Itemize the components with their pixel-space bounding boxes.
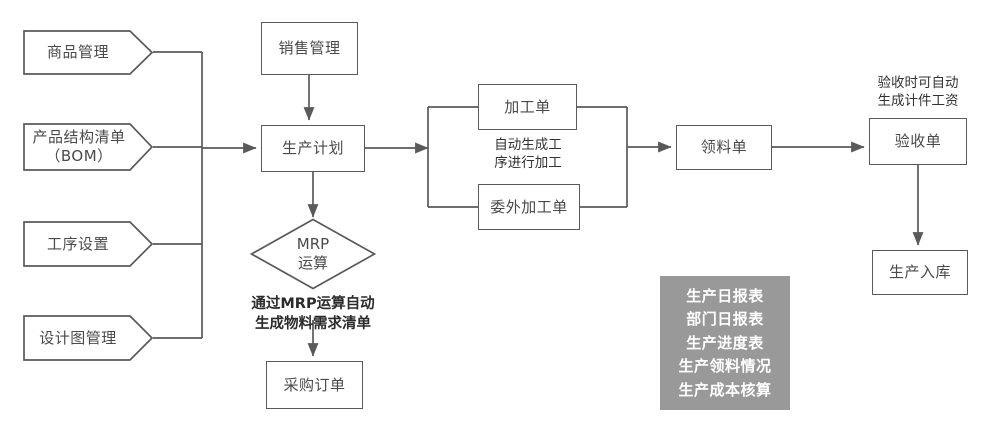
node-production-stock-in-label: 生产入库 xyxy=(888,263,951,282)
pentagon-shape xyxy=(23,30,153,75)
report-item[interactable]: 部门日报表 xyxy=(686,310,764,329)
node-mrp-calculation[interactable]: MRP 运算 xyxy=(250,218,376,290)
node-work-order-label: 加工单 xyxy=(504,97,551,116)
input-node-design-management[interactable]: 设计图管理 xyxy=(23,315,153,361)
pentagon-shape xyxy=(23,123,153,171)
node-mrp-calculation-label: MRP 运算 xyxy=(250,218,376,290)
input-node-goods[interactable]: 商品管理 xyxy=(23,30,153,75)
node-material-requisition-label: 领料单 xyxy=(700,138,748,157)
node-outsourced-work-order[interactable]: 委外加工单 xyxy=(478,184,580,230)
input-node-goods-label: 商品管理 xyxy=(46,43,109,62)
caption-process-note: 自动生成工 序进行加工 xyxy=(494,137,562,172)
node-purchase-order-label: 采购订单 xyxy=(283,375,346,394)
input-node-bom[interactable]: 产品结构清单 （BOM） xyxy=(23,123,153,171)
node-purchase-order[interactable]: 采购订单 xyxy=(266,361,363,409)
node-outsourced-work-order-label: 委外加工单 xyxy=(490,197,568,216)
node-sales-management-label: 销售管理 xyxy=(278,39,341,58)
node-mrp-line2: 运算 xyxy=(297,254,328,272)
input-node-bom-line1: 产品结构清单 xyxy=(32,128,126,147)
node-production-plan[interactable]: 生产计划 xyxy=(261,125,365,172)
report-item[interactable]: 生产领料情况 xyxy=(678,357,772,376)
input-node-process-setting-label: 工序设置 xyxy=(46,234,109,253)
node-acceptance-order-label: 验收单 xyxy=(894,132,942,151)
input-node-process-setting[interactable]: 工序设置 xyxy=(23,221,153,267)
report-item[interactable]: 生产日报表 xyxy=(686,286,764,305)
pentagon-shape xyxy=(23,315,153,361)
report-item[interactable]: 生产进度表 xyxy=(686,333,764,352)
node-production-stock-in[interactable]: 生产入库 xyxy=(872,250,968,295)
report-item[interactable]: 生产成本核算 xyxy=(678,380,772,399)
node-mrp-line1: MRP xyxy=(296,234,330,253)
node-sales-management[interactable]: 销售管理 xyxy=(261,22,358,75)
input-node-bom-line2: （BOM） xyxy=(45,147,113,165)
diamond-shape xyxy=(250,218,376,290)
node-production-plan-label: 生产计划 xyxy=(281,139,344,158)
caption-mrp-note: 通过MRP运算自动 生成物料需求清单 xyxy=(251,296,375,332)
caption-acceptance-note: 验收时可自动 生成计件工资 xyxy=(877,75,959,110)
node-work-order[interactable]: 加工单 xyxy=(478,84,577,130)
reports-panel[interactable]: 生产日报表 部门日报表 生产进度表 生产领料情况 生产成本核算 xyxy=(660,276,790,410)
node-material-requisition[interactable]: 领料单 xyxy=(676,125,772,170)
pentagon-shape xyxy=(23,221,153,267)
node-acceptance-order[interactable]: 验收单 xyxy=(869,118,967,165)
input-node-bom-label: 产品结构清单 （BOM） xyxy=(23,128,153,166)
input-node-design-management-label: 设计图管理 xyxy=(39,328,117,347)
